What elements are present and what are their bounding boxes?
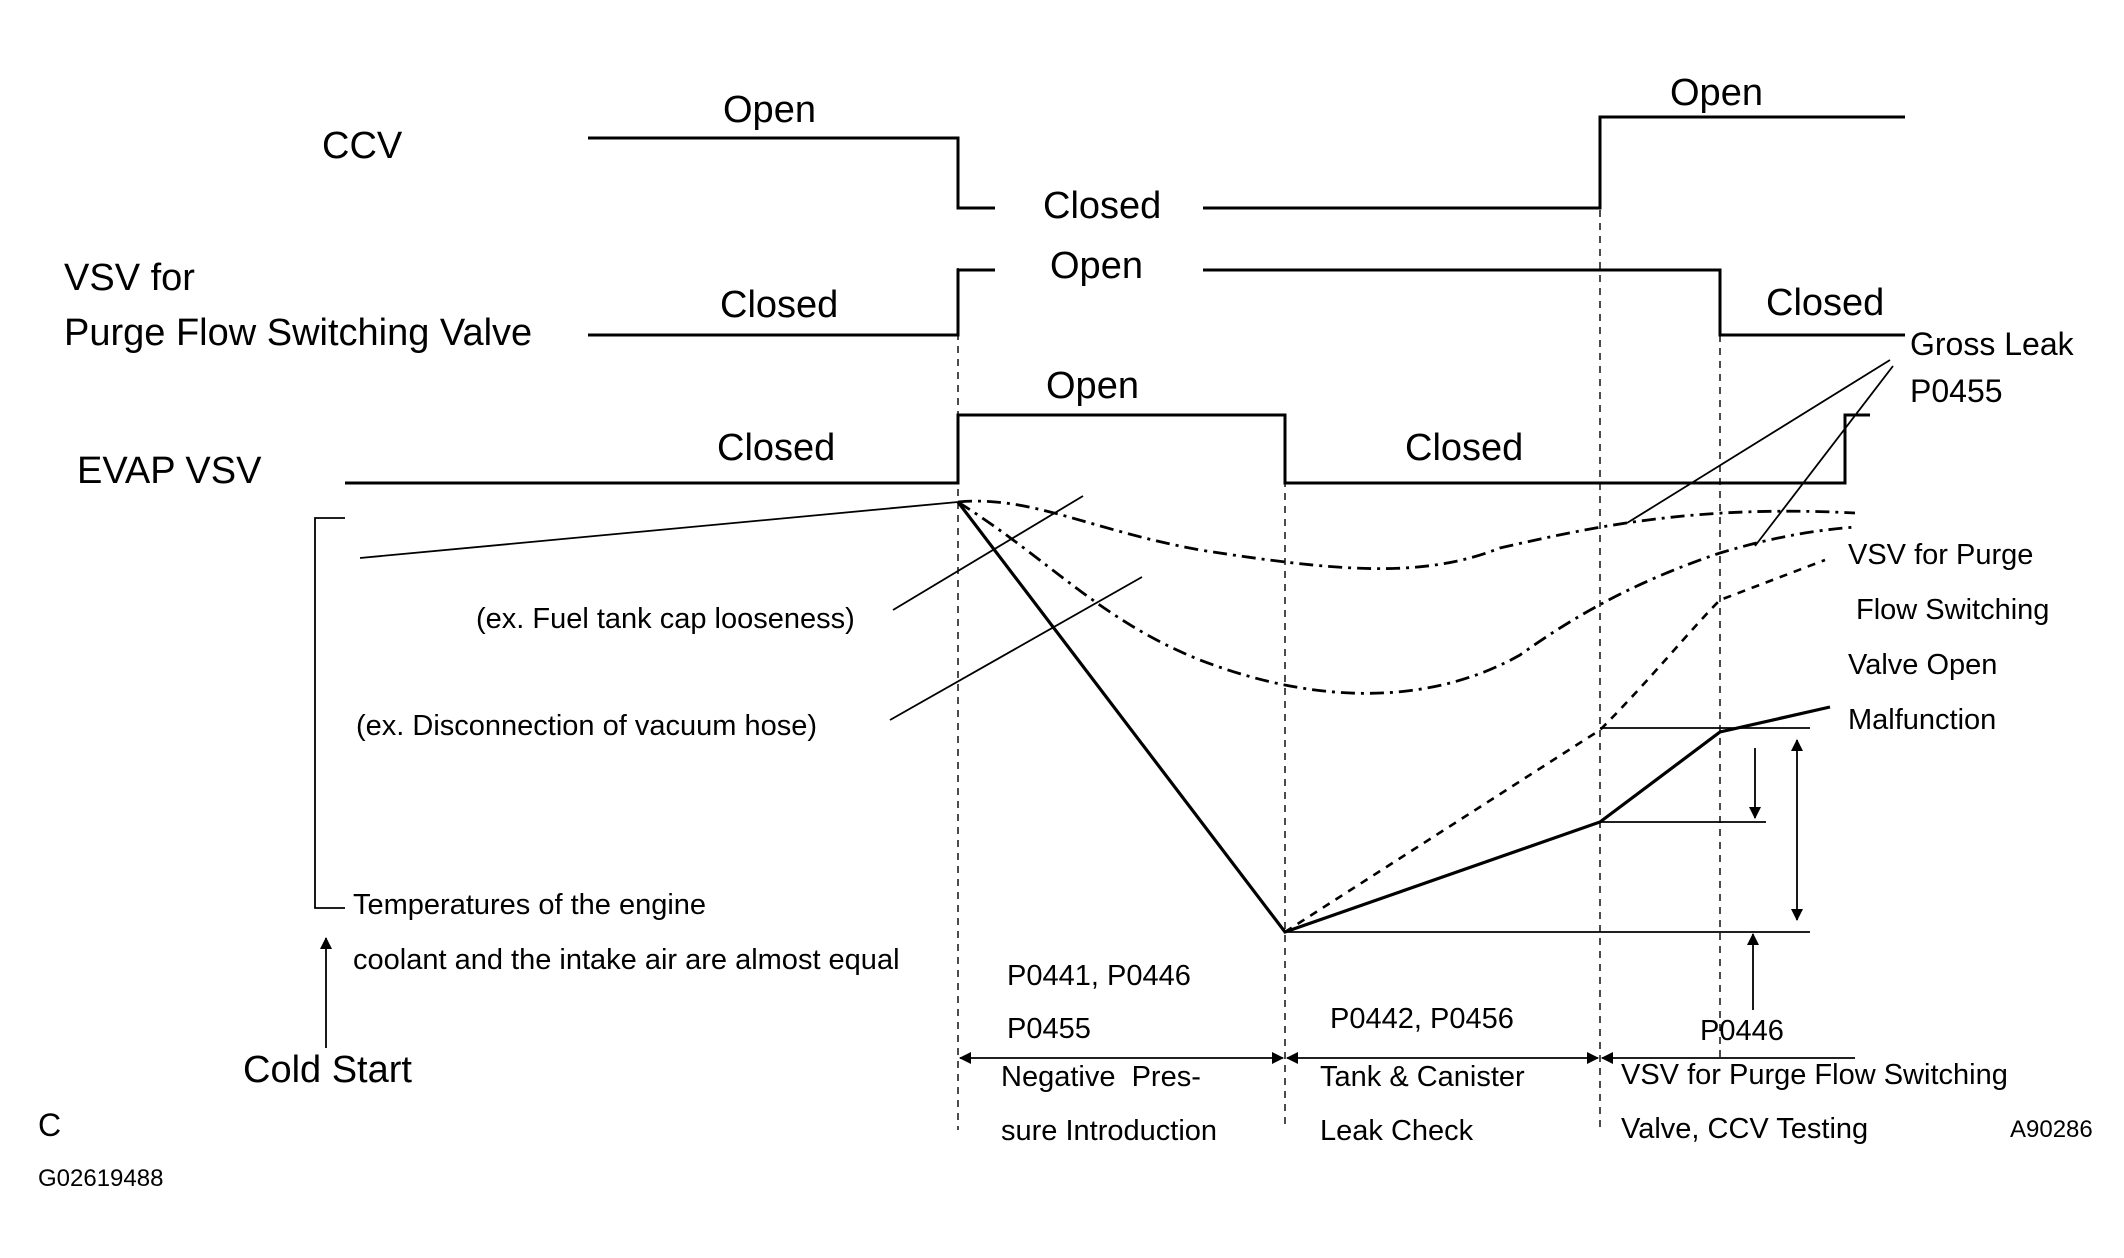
- leak-check-codes: P0442, P0456: [1330, 1003, 1514, 1035]
- leak-check-label-1: Tank & Canister: [1320, 1061, 1525, 1093]
- vsv-ccv-test-label-1: VSV for Purge Flow Switching: [1621, 1059, 2008, 1091]
- phase-guides: [957, 210, 1721, 1130]
- vsv-purge-signal: VSV for Purge Flow Switching Valve Close…: [64, 245, 1905, 354]
- evap-vsv-label: EVAP VSV: [77, 450, 262, 492]
- leak-check-label-2: Leak Check: [1320, 1115, 1474, 1147]
- corner-letter: C: [38, 1107, 61, 1143]
- neg-pressure-label-1: Negative Pres-: [1001, 1061, 1201, 1093]
- vacuum-hose-leak-curve: [957, 500, 1856, 695]
- vsv-purge-label-line2: Purge Flow Switching Valve: [64, 312, 532, 354]
- vsv-malfunction-line3: Valve Open: [1848, 649, 1997, 681]
- gross-leak-code: P0455: [1910, 373, 2003, 409]
- vsv-ccv-test-label-2: Valve, CCV Testing: [1621, 1113, 1868, 1145]
- temperature-bracket: [314, 517, 345, 909]
- vsv-purge-label-line1: VSV for: [64, 257, 195, 299]
- normal-pressure-curve: [956, 501, 1831, 934]
- vsv-malfunction-line1: VSV for Purge: [1848, 539, 2033, 571]
- vsv-purge-state-open: Open: [1050, 245, 1143, 287]
- vsv-purge-state-closed-2: Closed: [1766, 282, 1884, 324]
- evap-vsv-signal: EVAP VSV Closed Open Closed: [77, 365, 1870, 492]
- ccv-label: CCV: [322, 125, 403, 167]
- baseline-rise: [359, 501, 959, 559]
- ccv-state-closed: Closed: [1043, 185, 1161, 227]
- evap-vsv-state-closed-1: Closed: [717, 427, 835, 469]
- figure-id: A90286: [2010, 1116, 2093, 1143]
- leader-lines: [889, 359, 1894, 721]
- neg-pressure-codes-2: P0455: [1007, 1013, 1091, 1045]
- vsv-open-malfunction-curve: [1284, 558, 1826, 934]
- fuel-cap-label: (ex. Fuel tank cap looseness): [476, 603, 855, 635]
- vsv-purge-state-closed-1: Closed: [720, 284, 838, 326]
- vsv-malfunction-line4: Malfunction: [1848, 704, 1996, 736]
- evap-vsv-state-open: Open: [1046, 365, 1139, 407]
- vsv-purge-waveform: [588, 268, 995, 337]
- temperature-label-line2: coolant and the intake air are almost eq…: [353, 944, 900, 976]
- vsv-malfunction-line2: Flow Switching: [1856, 594, 2049, 626]
- ccv-state-open-1: Open: [723, 89, 816, 131]
- evap-vsv-waveform: [345, 413, 1870, 485]
- temperature-label-line1: Temperatures of the engine: [353, 889, 706, 921]
- image-id: G02619488: [38, 1165, 163, 1192]
- ccv-state-open-2: Open: [1670, 72, 1763, 114]
- neg-pressure-codes-1: P0441, P0446: [1007, 960, 1191, 992]
- fuel-cap-leak-curve: [957, 499, 1856, 570]
- ccv-signal: CCV Open Closed Open: [322, 72, 1905, 227]
- annotation-labels: Gross Leak P0455 (ex. Fuel tank cap loos…: [243, 326, 2075, 1091]
- neg-pressure-label-2: sure Introduction: [1001, 1115, 1217, 1147]
- ccv-waveform-2: [1203, 115, 1905, 210]
- gross-leak-label: Gross Leak: [1910, 326, 2075, 362]
- pressure-measurements: [1285, 727, 1810, 1010]
- phase-labels: P0441, P0446 P0455 Negative Pres- sure I…: [1001, 960, 2008, 1147]
- p0446-marker-label: P0446: [1700, 1015, 1784, 1047]
- evap-vsv-state-closed-2: Closed: [1405, 427, 1523, 469]
- cold-start-label: Cold Start: [243, 1049, 412, 1091]
- vsv-purge-waveform-2: [1203, 268, 1905, 337]
- vacuum-hose-label: (ex. Disconnection of vacuum hose): [356, 710, 817, 742]
- footer: C A90286 G02619488: [38, 1107, 2093, 1192]
- ccv-waveform: [588, 136, 995, 210]
